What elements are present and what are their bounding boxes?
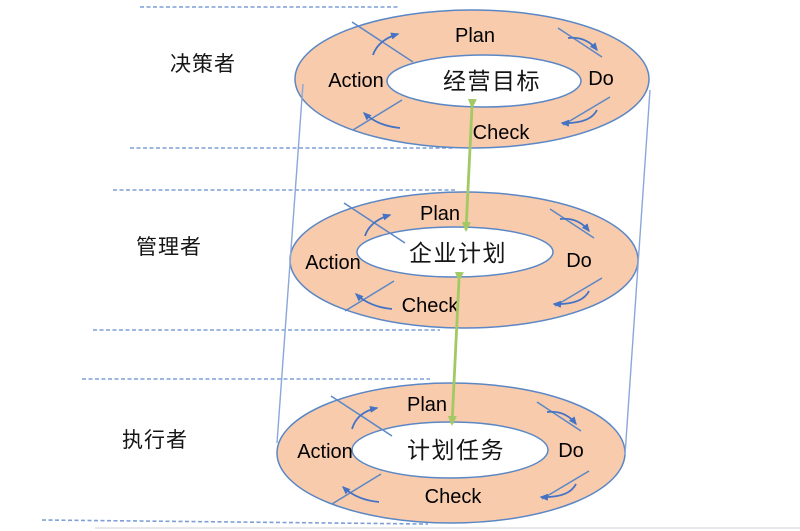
segment-divider bbox=[541, 470, 590, 500]
cycle-arrow-icon bbox=[351, 405, 379, 430]
plan-label: Plan bbox=[455, 25, 495, 47]
segment-divider bbox=[344, 280, 395, 312]
pdca-ring-middle: Plan Do Check Action 企业计划 bbox=[289, 191, 639, 329]
ring-hole bbox=[386, 54, 582, 108]
cycle-arrow-icon bbox=[560, 109, 598, 127]
level-separator-lines bbox=[41, 6, 800, 529]
cycle-arrow-icon bbox=[364, 213, 392, 237]
feedback-arrow-top-middle bbox=[461, 98, 477, 232]
do-label: Do bbox=[588, 68, 614, 90]
segment-divider bbox=[536, 401, 582, 432]
feedback-arrow-middle-bottom bbox=[447, 271, 464, 426]
role-label-executor: 执行者 bbox=[122, 428, 188, 452]
segment-divider bbox=[352, 99, 403, 131]
ring-center-label: 经营目标 bbox=[443, 69, 541, 95]
feedback-arrows bbox=[447, 98, 477, 426]
cycle-arrow-icon bbox=[546, 410, 577, 426]
cycle-arrow-icon bbox=[559, 217, 590, 233]
role-label-decision-maker: 决策者 bbox=[170, 52, 236, 76]
action-label: Action bbox=[297, 441, 353, 463]
segment-divider bbox=[549, 208, 595, 239]
ring-center-label: 企业计划 bbox=[409, 241, 507, 267]
check-label: Check bbox=[425, 486, 483, 508]
cycle-arrow-icon bbox=[539, 483, 577, 501]
do-label: Do bbox=[558, 440, 584, 462]
cycle-arrow-icon bbox=[362, 111, 401, 129]
dashed-line-bottom bbox=[41, 519, 429, 525]
cylinder-right-edge bbox=[624, 89, 651, 456]
cycle-arrow-icon bbox=[341, 485, 380, 503]
pdca-ring-top: Plan Do Check Action 经营目标 bbox=[294, 9, 650, 149]
segment-divider bbox=[554, 277, 603, 307]
action-label: Action bbox=[328, 70, 384, 92]
cycle-arrow-icon bbox=[354, 292, 393, 310]
cycle-arrow-icon bbox=[372, 32, 400, 56]
ring-center-label: 计划任务 bbox=[407, 438, 505, 464]
segment-divider bbox=[330, 395, 393, 437]
check-label: Check bbox=[473, 122, 531, 144]
segment-divider bbox=[331, 473, 382, 505]
segment-divider bbox=[557, 27, 603, 58]
cycle-arrow-icon bbox=[567, 36, 598, 52]
plan-label: Plan bbox=[407, 394, 447, 416]
cycle-arrow-icon bbox=[552, 290, 590, 308]
cylinder-left-edge bbox=[276, 83, 304, 444]
do-label: Do bbox=[566, 250, 592, 272]
role-label-manager: 管理者 bbox=[136, 235, 202, 259]
role-labels: 决策者 管理者 执行者 bbox=[122, 52, 236, 452]
pdca-ring-bottom: Plan Do Check Action 计划任务 bbox=[276, 382, 626, 524]
plan-label: Plan bbox=[420, 203, 460, 225]
action-label: Action bbox=[305, 252, 361, 274]
segment-divider bbox=[562, 96, 611, 126]
check-label: Check bbox=[402, 295, 460, 317]
cylinder-outline bbox=[276, 83, 651, 456]
